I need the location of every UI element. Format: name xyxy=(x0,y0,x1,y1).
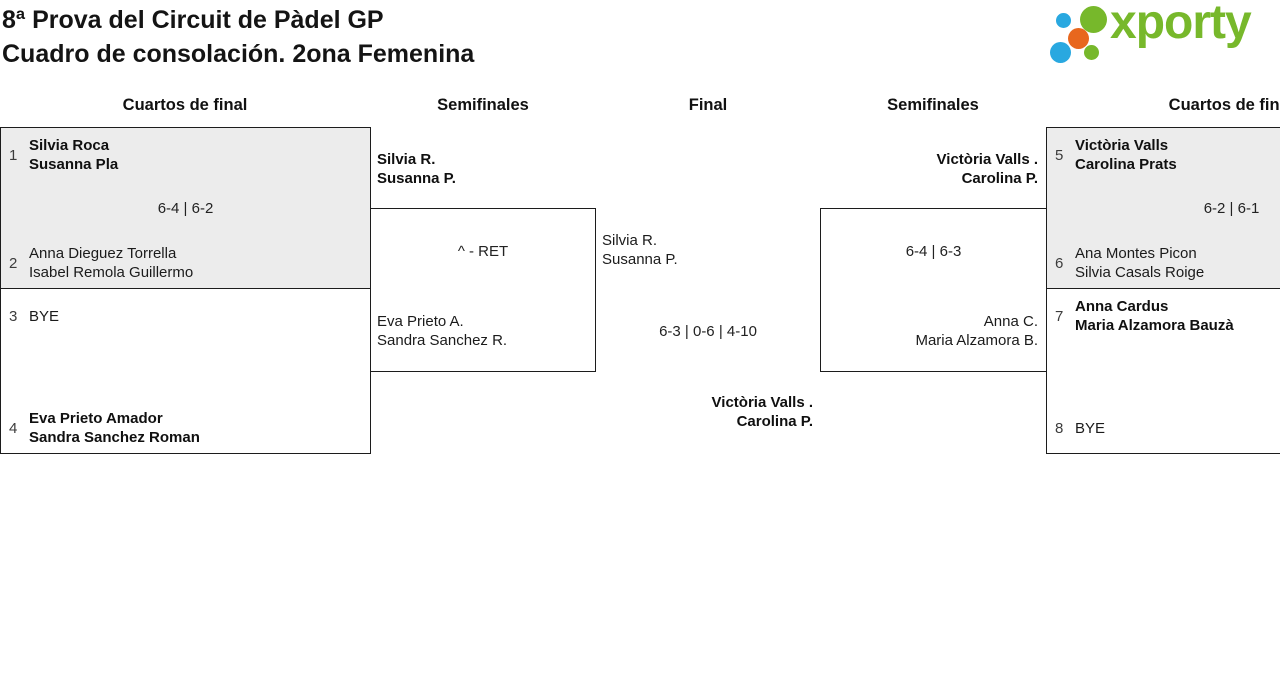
team-names: BYE xyxy=(1075,419,1106,437)
seed-number: 1 xyxy=(9,146,18,164)
sf-left-bottom-team: Eva Prieto A. Sandra Sanchez R. xyxy=(377,313,508,349)
team-names: BYE xyxy=(29,307,60,325)
team-slot-seed-2: 2 Anna Dieguez Torrella Isabel Remola Gu… xyxy=(1,244,370,282)
match-box-qf-right-1[interactable]: 5 Victòria Valls Carolina Prats 6-2 | 6-… xyxy=(1046,127,1280,289)
seed-number: 7 xyxy=(1055,307,1064,325)
sf-left-top-team: Silvia R. Susanna P. xyxy=(377,151,456,187)
final-left-team: Silvia R. Susanna P. xyxy=(602,232,678,268)
team-slot-seed-7: 7 Anna Cardus Maria Alzamora Bauzà xyxy=(1047,297,1280,335)
match-score: 6-4 | 6-3 xyxy=(905,243,962,260)
round-header-semifinals-right: Semifinales xyxy=(887,96,979,114)
xporty-logo[interactable]: xporty xyxy=(1046,0,1274,70)
team-names: Anna Cardus Maria Alzamora Bauzà xyxy=(1075,298,1234,334)
seed-number: 2 xyxy=(9,254,18,272)
logo-dot-blue-large xyxy=(1050,42,1071,63)
seed-number: 5 xyxy=(1055,146,1064,164)
match-score: 6-2 | 6-1 xyxy=(1203,200,1260,217)
team-names: Eva Prieto Amador Sandra Sanchez Roman xyxy=(29,410,200,446)
match-score: ^ - RET xyxy=(457,243,509,260)
final-score: 6-3 | 0-6 | 4-10 xyxy=(659,323,757,340)
logo-dot-orange xyxy=(1068,28,1089,49)
logo-dot-green-small xyxy=(1084,45,1099,60)
match-box-sf-right[interactable]: 6-4 | 6-3 xyxy=(820,208,1047,372)
page-title-line1: 8ª Prova del Circuit de Pàdel GP xyxy=(2,6,384,34)
team-slot-seed-3: 3 BYE xyxy=(1,297,370,335)
round-header-final: Final xyxy=(688,96,728,114)
team-names: Ana Montes Picon Silvia Casals Roige xyxy=(1075,245,1205,281)
round-header-semifinals-left: Semifinales xyxy=(437,96,529,114)
logo-dot-green-large xyxy=(1080,6,1107,33)
match-box-qf-left-2[interactable]: 3 BYE 4 Eva Prieto Amador Sandra Sanchez… xyxy=(0,288,371,454)
team-slot-seed-1: 1 Silvia Roca Susanna Pla xyxy=(1,136,370,174)
page-title-line2: Cuadro de consolación. 2ona Femenina xyxy=(2,40,475,68)
match-box-sf-left[interactable]: ^ - RET xyxy=(370,208,596,372)
page-title: 8ª Prova del Circuit de Pàdel GP Cuadro … xyxy=(2,3,474,71)
match-score: 6-4 | 6-2 xyxy=(157,200,214,217)
team-slot-seed-6: 6 Ana Montes Picon Silvia Casals Roige xyxy=(1047,244,1280,282)
match-box-qf-left-1[interactable]: 1 Silvia Roca Susanna Pla 6-4 | 6-2 2 An… xyxy=(0,127,371,289)
logo-dot-blue-small xyxy=(1056,13,1071,28)
round-header-quarterfinals-left: Cuartos de final xyxy=(122,96,248,114)
team-slot-seed-5: 5 Victòria Valls Carolina Prats xyxy=(1047,136,1280,174)
seed-number: 3 xyxy=(9,307,18,325)
team-names: Anna Dieguez Torrella Isabel Remola Guil… xyxy=(29,245,194,281)
seed-number: 8 xyxy=(1055,419,1064,437)
sf-right-bottom-team: Anna C. Maria Alzamora B. xyxy=(915,313,1038,349)
team-names: Silvia Roca Susanna Pla xyxy=(29,137,119,173)
xporty-logo-text: xporty xyxy=(1110,0,1252,49)
team-names: Victòria Valls Carolina Prats xyxy=(1075,137,1177,173)
team-slot-seed-4: 4 Eva Prieto Amador Sandra Sanchez Roman xyxy=(1,409,370,447)
team-slot-seed-8: 8 BYE xyxy=(1047,409,1280,447)
seed-number: 6 xyxy=(1055,254,1064,272)
seed-number: 4 xyxy=(9,419,18,437)
sf-right-top-team: Victòria Valls . Carolina P. xyxy=(936,151,1038,187)
match-box-qf-right-2[interactable]: 7 Anna Cardus Maria Alzamora Bauzà 8 BYE xyxy=(1046,288,1280,454)
round-header-quarterfinals-right: Cuartos de final xyxy=(1168,96,1280,114)
final-winner-team: Victòria Valls . Carolina P. xyxy=(711,394,813,430)
